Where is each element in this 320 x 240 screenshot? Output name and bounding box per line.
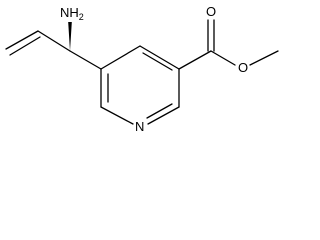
amine-hydrogen-symbol: H xyxy=(69,5,78,20)
ring-bond-c4-c3-inner xyxy=(142,52,173,71)
carbonyl-to-ester-oxygen-bond xyxy=(210,50,236,66)
ring-bond-n-c6 xyxy=(100,106,134,125)
ester-oxygen-to-methyl-bond xyxy=(249,50,279,66)
ring-bond-c2-n xyxy=(147,106,180,125)
vinyl-single-bond xyxy=(37,30,71,52)
ring-nitrogen-label: N xyxy=(135,119,144,134)
vinyl-double-bond-outer xyxy=(5,30,39,50)
vinyl-double-bond-inner xyxy=(9,36,41,56)
amine-hydrogen-count: 2 xyxy=(79,12,84,22)
ring-to-carbonyl-bond xyxy=(178,50,212,70)
ring-bond-c4-c3 xyxy=(139,45,180,70)
amine-label: NH2 xyxy=(60,5,84,22)
ester-oxygen-label: O xyxy=(238,60,248,75)
ring-bond-c5-c4 xyxy=(100,45,141,70)
amine-nitrogen-symbol: N xyxy=(60,5,69,20)
ring-attachment-bond xyxy=(69,50,102,70)
carbonyl-oxygen-label: O xyxy=(206,4,216,19)
ring-bond-c2-n-inner xyxy=(146,103,173,119)
stereo-wedge-bond xyxy=(68,22,72,51)
chemical-structure: NH2 O O N xyxy=(5,4,279,134)
